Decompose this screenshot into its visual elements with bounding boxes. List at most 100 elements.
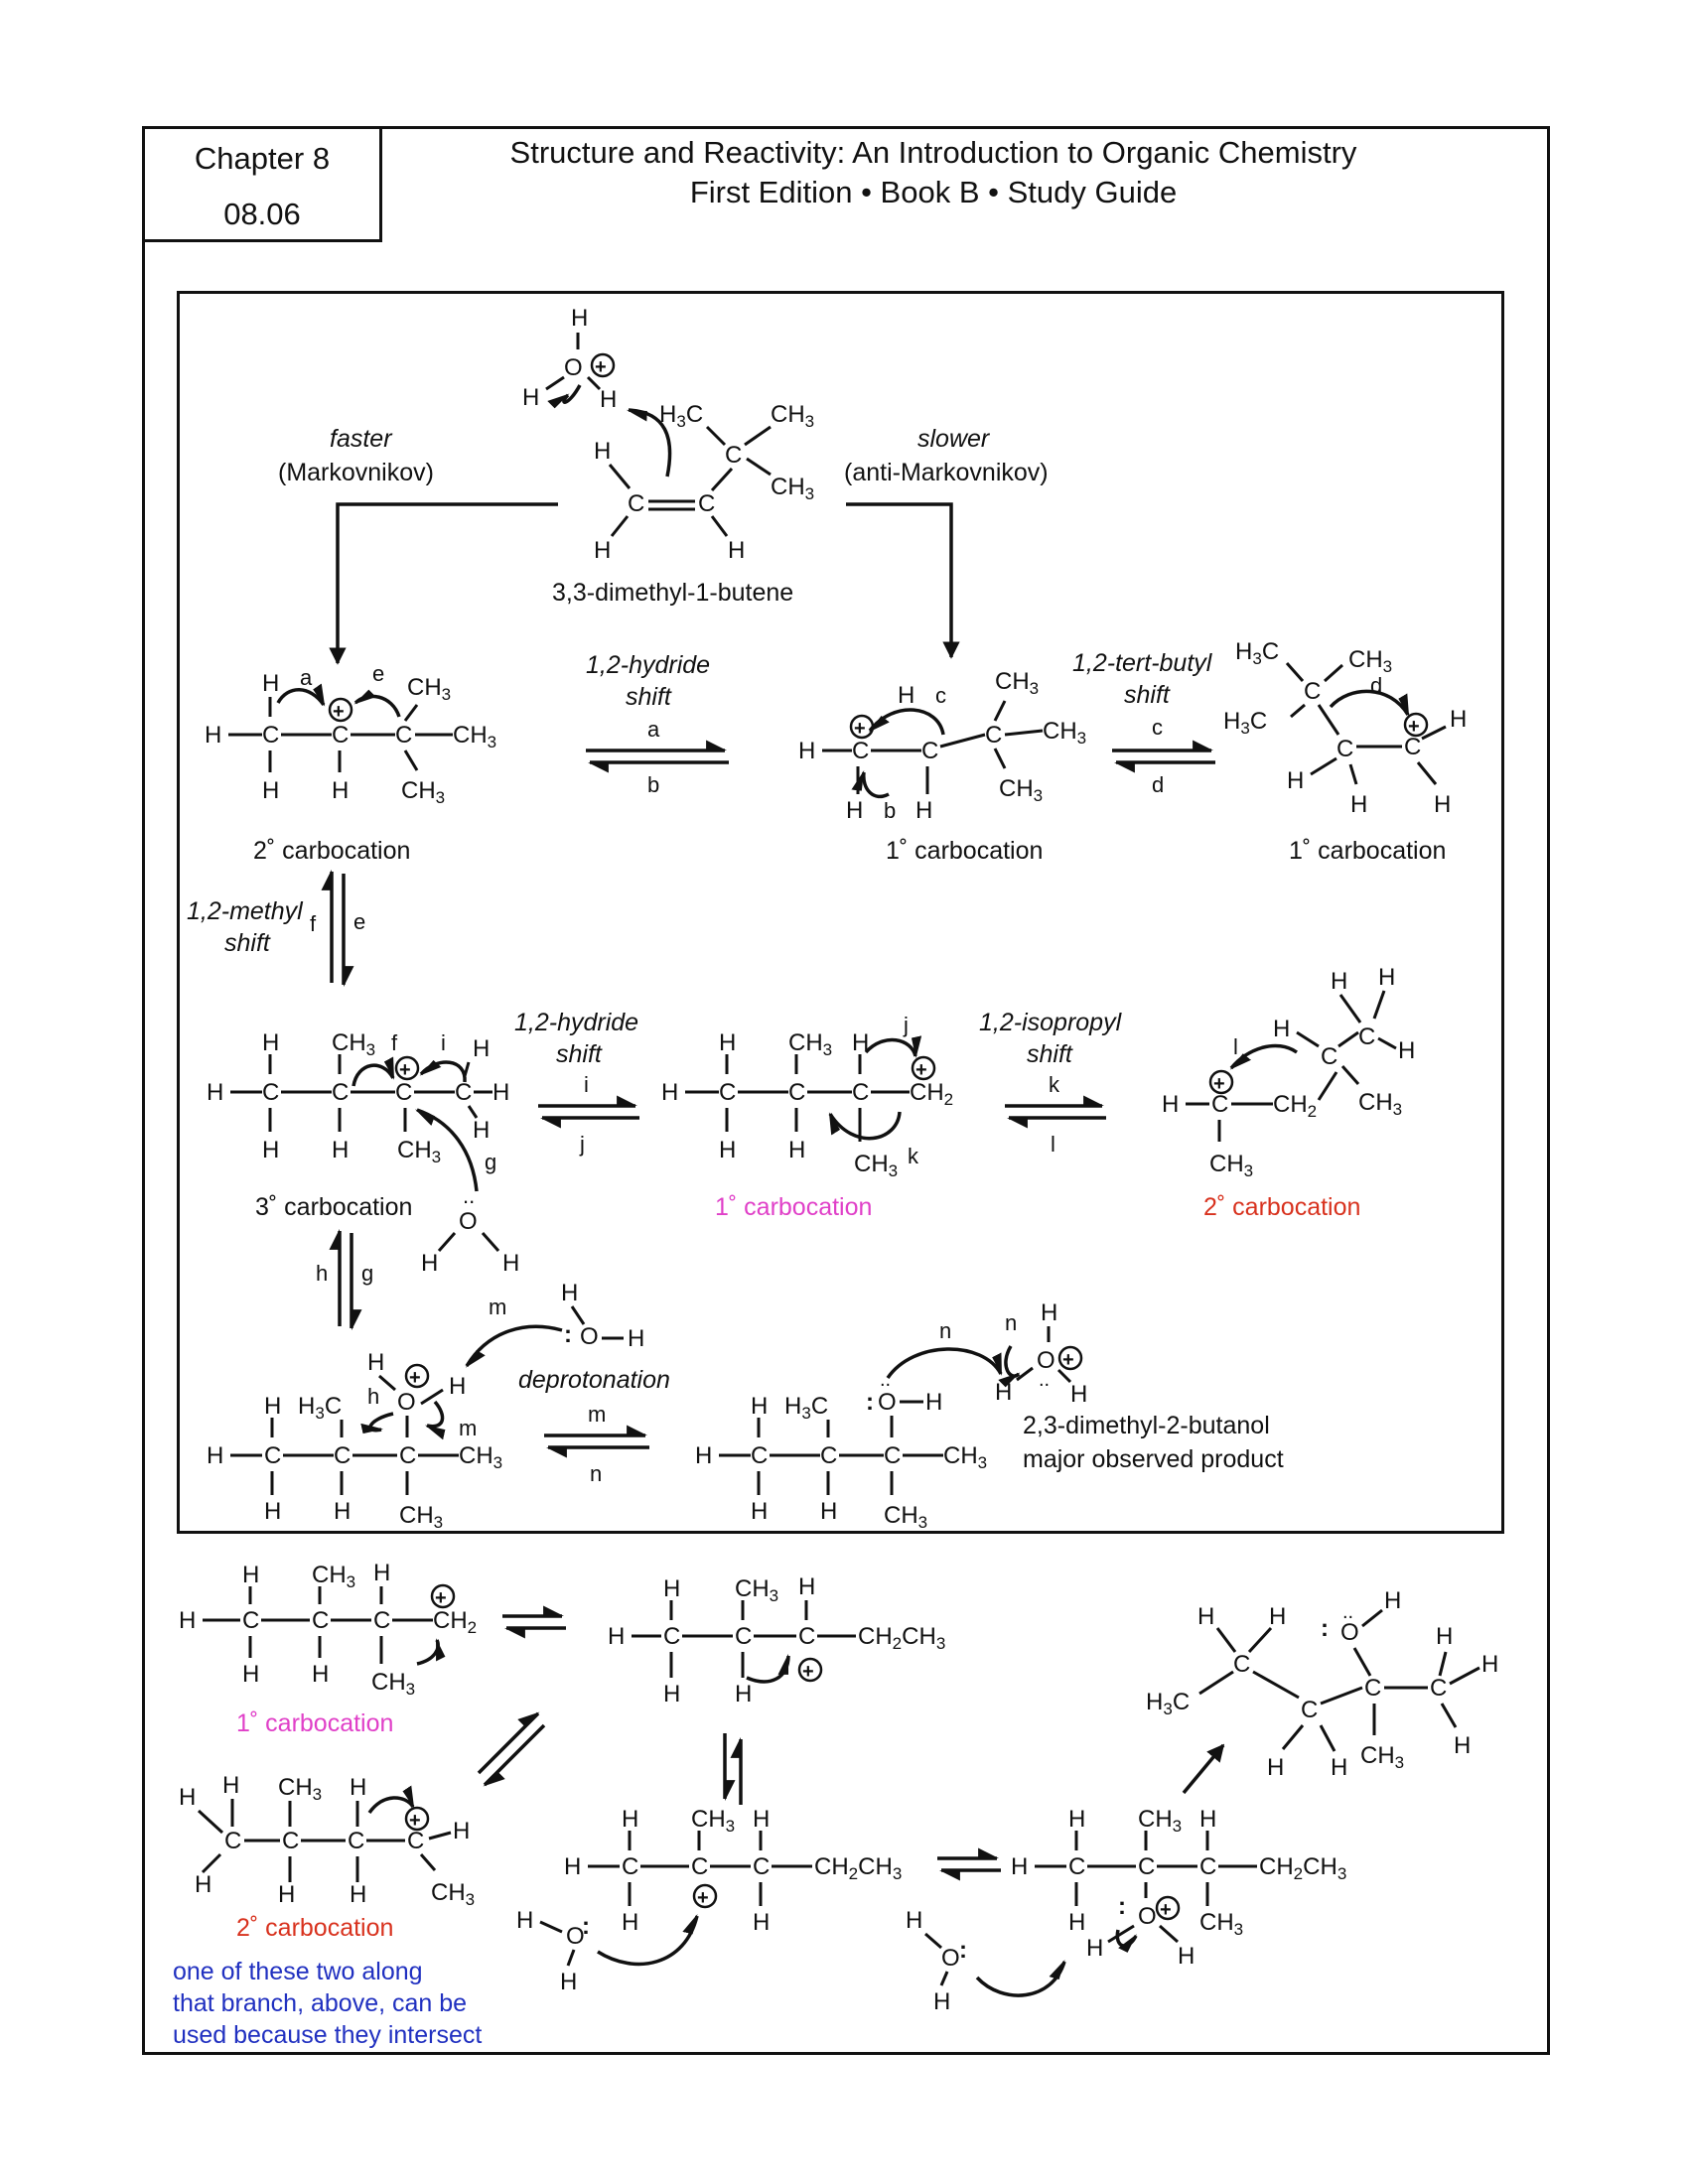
tertiary-carbocation: H C C C C H H H H CH3 f + CH3 i H H g ..… bbox=[207, 1029, 519, 1277]
carbocation-label: 1˚ carbocation bbox=[715, 1193, 872, 1221]
carbocation-label: 1˚ carbocation bbox=[236, 1709, 393, 1737]
svg-text:h: h bbox=[367, 1384, 379, 1409]
svg-text:H: H bbox=[264, 1498, 281, 1525]
svg-text:H: H bbox=[906, 1907, 922, 1934]
svg-text:CH3: CH3 bbox=[1360, 1742, 1404, 1772]
markovnikov-label: (Markovnikov) bbox=[278, 459, 434, 486]
svg-text:O: O bbox=[878, 1389, 897, 1416]
plus-charge-icon bbox=[692, 1883, 718, 1909]
svg-text:C: C bbox=[884, 1442, 901, 1469]
svg-text:O: O bbox=[1340, 1619, 1359, 1646]
svg-text:H: H bbox=[1070, 1381, 1087, 1408]
svg-text:C: C bbox=[753, 1853, 770, 1880]
svg-text:CH3: CH3 bbox=[1199, 1909, 1243, 1939]
svg-text:C: C bbox=[1138, 1853, 1155, 1880]
equilibrium-arrow bbox=[483, 1723, 546, 1787]
svg-text:H: H bbox=[661, 1079, 678, 1106]
svg-text:C: C bbox=[788, 1079, 805, 1106]
tbutyl-shift-label: shift bbox=[1124, 681, 1171, 709]
svg-text:+: + bbox=[333, 701, 345, 723]
svg-text:a: a bbox=[647, 717, 660, 742]
svg-text:H3C: H3C bbox=[784, 1393, 828, 1423]
svg-text:O: O bbox=[941, 1945, 960, 1972]
svg-text:+: + bbox=[854, 718, 866, 740]
svg-text:H: H bbox=[933, 1988, 950, 2015]
plus-charge-icon bbox=[1057, 1345, 1083, 1371]
svg-text::: : bbox=[582, 1913, 590, 1940]
svg-text:H: H bbox=[1450, 706, 1467, 733]
svg-text:H: H bbox=[262, 1137, 279, 1163]
svg-text:C: C bbox=[735, 1623, 752, 1650]
bottom-primary-carbocation: H C C C CH2 + H H H CH3 H CH3 1˚ carboca… bbox=[179, 1560, 477, 1737]
svg-text:H: H bbox=[1434, 791, 1451, 818]
svg-text:H: H bbox=[262, 777, 279, 804]
svg-text:C: C bbox=[1358, 1024, 1375, 1050]
svg-text:H: H bbox=[560, 1969, 577, 1995]
svg-text:H: H bbox=[1041, 1299, 1057, 1326]
hydride-shift-label: 1,2-hydride bbox=[514, 1009, 638, 1036]
svg-text:H: H bbox=[925, 1389, 942, 1416]
alkene-reactant: H C C H H C H3C CH3 CH3 3,3-dimethyl-1-b… bbox=[552, 401, 814, 607]
svg-text:C: C bbox=[395, 1079, 412, 1106]
svg-text:C: C bbox=[1364, 1675, 1381, 1702]
svg-text:H: H bbox=[332, 1137, 349, 1163]
svg-text:C: C bbox=[242, 1607, 259, 1634]
svg-text:CH3: CH3 bbox=[399, 1502, 443, 1532]
carbocation-label: 2˚ carbocation bbox=[253, 837, 410, 865]
svg-text:C: C bbox=[820, 1442, 837, 1469]
svg-text:H: H bbox=[628, 1325, 644, 1352]
hydronium-product: H n O .. + H H bbox=[995, 1299, 1087, 1408]
svg-text:m: m bbox=[588, 1402, 606, 1427]
svg-text:H: H bbox=[820, 1498, 837, 1525]
svg-text:C: C bbox=[1321, 1043, 1337, 1070]
svg-text:l: l bbox=[1051, 1132, 1055, 1157]
final-alcohol-product: H3C C H H C H H C O : .. H CH3 C H H H bbox=[1146, 1587, 1498, 1781]
svg-text:H: H bbox=[798, 1573, 815, 1600]
bottom-protonated-alcohol: H C C C CH2CH3 H H CH3 H CH3 O : + H H H… bbox=[906, 1806, 1346, 2015]
svg-text:H: H bbox=[421, 1250, 438, 1277]
svg-text:H: H bbox=[242, 1661, 259, 1688]
primary-carbocation-2: H3C CH3 C H3C C C + d H H H H 1˚ carboca… bbox=[1223, 638, 1467, 865]
svg-text:..: .. bbox=[1039, 1369, 1050, 1391]
svg-text:C: C bbox=[282, 1828, 299, 1854]
svg-text:H: H bbox=[1011, 1853, 1028, 1880]
carbocation-label: 2˚ carbocation bbox=[1203, 1193, 1360, 1221]
svg-text:H: H bbox=[719, 1137, 736, 1163]
svg-text:H: H bbox=[594, 537, 611, 564]
svg-text:+: + bbox=[399, 1059, 411, 1081]
svg-text:f: f bbox=[310, 911, 317, 936]
svg-text:C: C bbox=[1304, 678, 1321, 705]
bottom-secondary-carbocation: H C H H C CH3 H C H H C + H CH3 2˚ carbo… bbox=[179, 1772, 475, 1942]
svg-text:C: C bbox=[1233, 1651, 1250, 1678]
alcohol-product: H C C C CH3 H H H H3C CH3 : O .. H n bbox=[695, 1318, 1003, 1532]
svg-text::: : bbox=[1118, 1893, 1126, 1920]
plus-charge-icon bbox=[1403, 712, 1429, 738]
svg-text:H: H bbox=[798, 738, 815, 764]
svg-text:H: H bbox=[561, 1280, 578, 1306]
svg-text:C: C bbox=[852, 738, 869, 764]
svg-text:C: C bbox=[751, 1442, 768, 1469]
svg-text:a: a bbox=[300, 665, 313, 690]
svg-text:H: H bbox=[516, 1907, 533, 1934]
svg-text:CH3: CH3 bbox=[1209, 1151, 1253, 1180]
svg-text:C: C bbox=[1199, 1853, 1216, 1880]
secondary-carbocation-2: H C + CH2 CH3 C H C CH3 H H H l 2˚ carbo… bbox=[1162, 964, 1415, 1221]
svg-text:H: H bbox=[751, 1393, 768, 1420]
svg-text:CH3: CH3 bbox=[407, 674, 451, 704]
svg-text:H: H bbox=[262, 670, 279, 697]
svg-text:H: H bbox=[1454, 1732, 1471, 1759]
svg-text:H: H bbox=[502, 1250, 519, 1277]
bottom-secondary-cation-a: H C C C CH2CH3 H H CH3 H H + bbox=[608, 1573, 945, 1707]
svg-text:H: H bbox=[449, 1373, 466, 1400]
faster-path-arrow bbox=[329, 502, 558, 665]
svg-text:H: H bbox=[179, 1784, 196, 1811]
methyl-shift-label: shift bbox=[224, 929, 271, 957]
svg-text:+: + bbox=[915, 1059, 927, 1081]
svg-text:CH3: CH3 bbox=[995, 668, 1039, 698]
mechanism-box bbox=[177, 291, 1504, 1534]
svg-text:H: H bbox=[1273, 1016, 1290, 1042]
svg-text:H: H bbox=[367, 1349, 384, 1376]
svg-text:m: m bbox=[489, 1295, 506, 1319]
svg-text:O: O bbox=[459, 1208, 478, 1235]
svg-text:CH2: CH2 bbox=[1273, 1091, 1317, 1121]
